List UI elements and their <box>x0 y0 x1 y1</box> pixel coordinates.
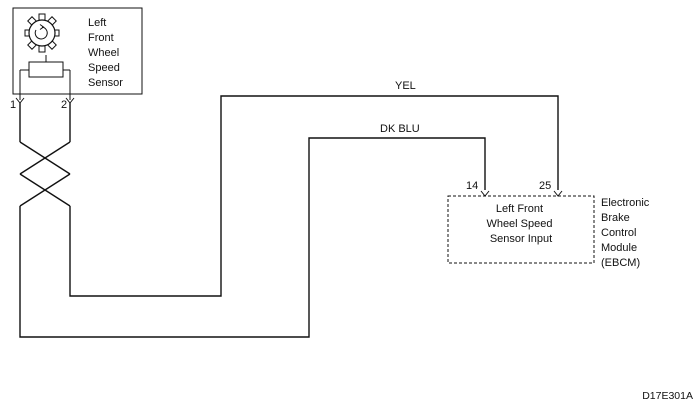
module-name: Electronic Brake Control Module (EBCM) <box>601 197 652 269</box>
sensor-pin-1: 1 <box>10 99 16 111</box>
yel-wire <box>69 95 559 297</box>
dkblu-wire-label: DK BLU <box>380 123 420 135</box>
module-input-line: Sensor Input <box>490 233 552 245</box>
sensor-name-line: Front <box>88 32 114 44</box>
module-pin-14: 14 <box>466 180 478 192</box>
sensor-tone-wheel-icon <box>24 13 60 53</box>
module-name-line: (EBCM) <box>601 257 640 269</box>
sensor-box <box>12 7 143 95</box>
module-name-line: Electronic <box>601 197 650 209</box>
sensor-name-line: Left <box>88 17 106 29</box>
module-name-line: Control <box>601 227 636 239</box>
sensor-pickup-icon <box>19 55 71 100</box>
module-box <box>447 195 595 264</box>
figure-id: D17E301A <box>642 390 693 402</box>
module-input-line: Left Front <box>496 203 543 215</box>
module-input-line: Wheel Speed <box>486 218 552 230</box>
module-name-line: Brake <box>601 212 630 224</box>
module-input-label: Left Front Wheel Speed Sensor Input <box>486 203 555 245</box>
twisted-pair <box>19 103 71 207</box>
sensor-name-line: Sensor <box>88 77 123 89</box>
sensor-name-line: Wheel <box>88 47 119 59</box>
sensor-name-line: Speed <box>88 62 120 74</box>
module-pin-25: 25 <box>539 180 551 192</box>
sensor-name: Left Front Wheel Speed Sensor <box>88 17 123 89</box>
module-name-line: Module <box>601 242 637 254</box>
yel-wire-label: YEL <box>395 80 416 92</box>
dkblu-wire <box>19 137 486 338</box>
sensor-pin-2: 2 <box>61 99 67 111</box>
